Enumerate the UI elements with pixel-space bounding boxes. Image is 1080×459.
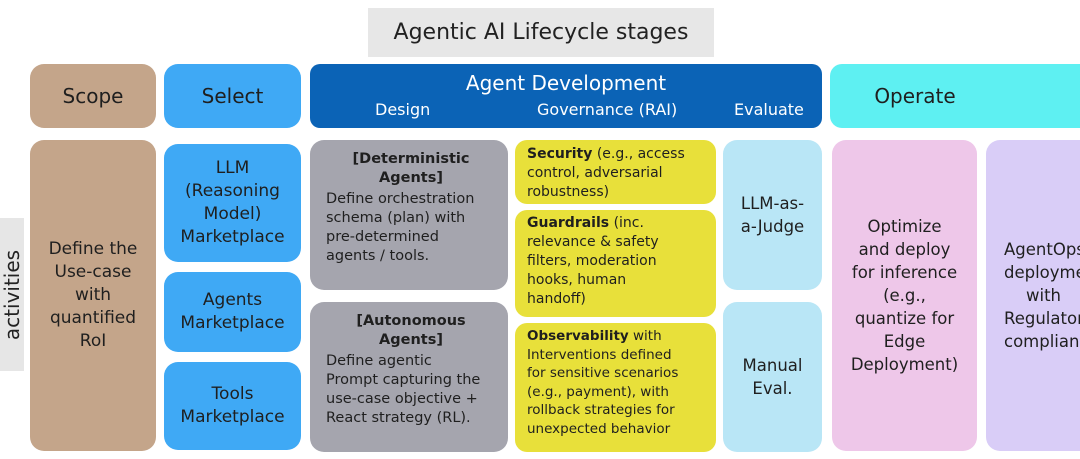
title-line: Agents] bbox=[379, 170, 443, 186]
desc-line: schema (plan) with bbox=[326, 210, 466, 226]
scope-header: Scope bbox=[30, 64, 156, 128]
deterministic-agents-description: Define orchestration schema (plan) with … bbox=[326, 190, 496, 266]
agentops-line: AgentOps bbox=[1004, 240, 1080, 259]
scope-line: with bbox=[74, 285, 112, 305]
title-line: Agents] bbox=[379, 332, 443, 348]
security-box: Security (e.g., access control, adversar… bbox=[515, 140, 716, 204]
operate-header-label: Operate bbox=[874, 84, 956, 108]
agentops-line: with bbox=[1026, 286, 1062, 305]
desc-line: Prompt capturing the bbox=[326, 372, 481, 388]
desc-line: use-case objective + bbox=[326, 391, 478, 407]
agent-development-header: Agent Development Design Governance (RAI… bbox=[310, 64, 822, 128]
optimize-deploy-box: Optimize and deploy for inference (e.g.,… bbox=[832, 140, 977, 451]
llm-as-a-judge-box: LLM-as- a-Judge bbox=[723, 140, 822, 290]
desc-line: Define agentic bbox=[326, 353, 432, 369]
title-line: [Deterministic bbox=[352, 151, 470, 167]
scope-activity: Define the Use-case with quantified RoI bbox=[30, 140, 156, 451]
optimize-line: quantize for bbox=[854, 309, 955, 328]
agents-line: Agents bbox=[202, 290, 263, 310]
observability-line: (e.g., payment), with bbox=[527, 383, 669, 400]
optimize-line: and deploy bbox=[858, 240, 951, 259]
agentops-line: deployment bbox=[1004, 263, 1080, 282]
design-subheader: Design bbox=[375, 100, 431, 119]
deterministic-agents-title: [Deterministic Agents] bbox=[326, 150, 496, 188]
observability-label: Observability bbox=[527, 328, 629, 344]
scope-line: quantified bbox=[49, 308, 137, 328]
eval-line: LLM-as- bbox=[740, 194, 805, 213]
title-line: [Autonomous bbox=[356, 313, 466, 329]
guardrails-box: Guardrails (inc. relevance & safety filt… bbox=[515, 210, 716, 317]
observability-line: unexpected behavior bbox=[527, 420, 671, 437]
llm-line: (Reasoning bbox=[185, 181, 280, 201]
desc-line: Define orchestration bbox=[326, 191, 475, 207]
guardrails-line: relevance & safety bbox=[527, 234, 659, 250]
observability-line: with bbox=[628, 328, 662, 344]
observability-line: for sensitive scenarios bbox=[527, 365, 679, 381]
optimize-line: Deployment) bbox=[850, 355, 959, 374]
select-header: Select bbox=[164, 64, 301, 128]
desc-line: agents / tools. bbox=[326, 248, 430, 264]
security-label: Security bbox=[527, 146, 593, 162]
activities-label: activities bbox=[0, 249, 25, 340]
governance-subheader: Governance (RAI) bbox=[537, 100, 678, 119]
llm-line: Marketplace bbox=[180, 227, 285, 247]
agent-development-title: Agent Development bbox=[465, 71, 667, 95]
llm-marketplace-box: LLM (Reasoning Model) Marketplace bbox=[164, 144, 301, 262]
llm-line: LLM bbox=[215, 158, 250, 178]
guardrails-label: Guardrails bbox=[527, 215, 610, 231]
eval-line: Manual bbox=[742, 356, 803, 375]
scope-line: Define the bbox=[48, 239, 138, 259]
desc-line: React strategy (RL). bbox=[326, 410, 471, 426]
autonomous-agents-box: [Autonomous Agents] Define agentic Promp… bbox=[310, 302, 508, 452]
desc-line: pre-determined bbox=[326, 229, 439, 245]
security-line: (e.g., access bbox=[592, 146, 685, 162]
autonomous-agents-description: Define agentic Prompt capturing the use-… bbox=[326, 352, 496, 428]
scope-line: RoI bbox=[79, 331, 107, 351]
optimize-line: Optimize bbox=[867, 217, 942, 236]
autonomous-agents-title: [Autonomous Agents] bbox=[326, 312, 496, 350]
scope-line: Use-case bbox=[54, 262, 132, 282]
optimize-line: (e.g., bbox=[883, 286, 926, 305]
evaluate-subheader: Evaluate bbox=[734, 100, 804, 119]
llm-line: Model) bbox=[203, 204, 262, 224]
optimize-line: for inference bbox=[851, 263, 958, 282]
eval-line: Eval. bbox=[752, 379, 793, 398]
optimize-line: Edge bbox=[883, 332, 926, 351]
tools-marketplace-box: Tools Marketplace bbox=[164, 362, 301, 450]
activities-side-label: activities bbox=[0, 218, 24, 371]
deterministic-agents-box: [Deterministic Agents] Define orchestrat… bbox=[310, 140, 508, 290]
guardrails-line: hooks, human bbox=[527, 272, 627, 288]
security-line: robustness) bbox=[527, 184, 610, 200]
tools-line: Tools bbox=[211, 384, 254, 404]
security-line: control, adversarial bbox=[527, 165, 663, 181]
eval-line: a-Judge bbox=[740, 217, 805, 236]
observability-line: Interventions defined bbox=[527, 346, 672, 363]
operate-header: Operate bbox=[830, 64, 1080, 128]
tools-line: Marketplace bbox=[180, 407, 285, 427]
diagram-title: Agentic AI Lifecycle stages bbox=[368, 8, 714, 57]
guardrails-line: filters, moderation bbox=[527, 253, 657, 269]
agentops-line: compliance bbox=[1004, 332, 1080, 351]
guardrails-line: handoff) bbox=[527, 291, 586, 307]
agents-marketplace-box: Agents Marketplace bbox=[164, 272, 301, 352]
observability-line: rollback strategies for bbox=[527, 402, 675, 418]
agents-line: Marketplace bbox=[180, 313, 285, 333]
agentops-box: AgentOps deployment with Regulatory comp… bbox=[986, 140, 1080, 451]
guardrails-line: (inc. bbox=[609, 215, 644, 231]
agentops-line: Regulatory bbox=[1004, 309, 1080, 328]
manual-eval-box: Manual Eval. bbox=[723, 302, 822, 452]
observability-box: Observability with Interventions defined… bbox=[515, 323, 716, 452]
